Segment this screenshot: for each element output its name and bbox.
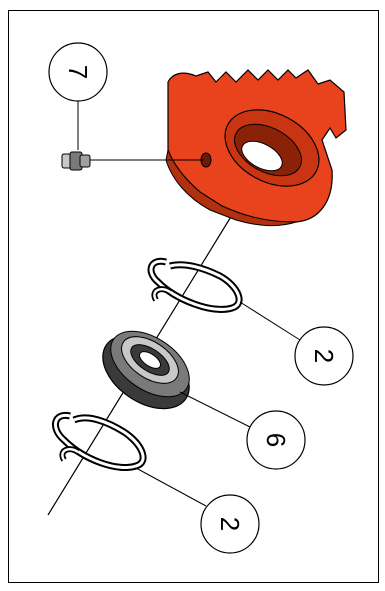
callout-2-upper-label: 2 (309, 349, 339, 363)
diagram-frame (8, 10, 379, 583)
leader-line-2-lower (135, 467, 207, 507)
snap-ring-icon-upper (147, 257, 243, 313)
rod-end-bracket-icon (165, 69, 347, 227)
callout-2-upper: 2 (294, 326, 354, 386)
callout-6-label: 6 (261, 433, 291, 447)
leader-line-2-upper (239, 301, 301, 341)
grease-fitting-icon (61, 151, 91, 171)
spherical-bearing-icon (102, 330, 190, 410)
snap-ring-icon-lower (52, 411, 147, 472)
callout-7-label: 7 (63, 65, 93, 79)
leader-line-6 (179, 391, 253, 429)
callout-2-lower-label: 2 (215, 517, 245, 531)
callout-7: 7 (48, 42, 108, 102)
callout-6: 6 (246, 410, 306, 470)
callout-2-lower: 2 (200, 494, 260, 554)
